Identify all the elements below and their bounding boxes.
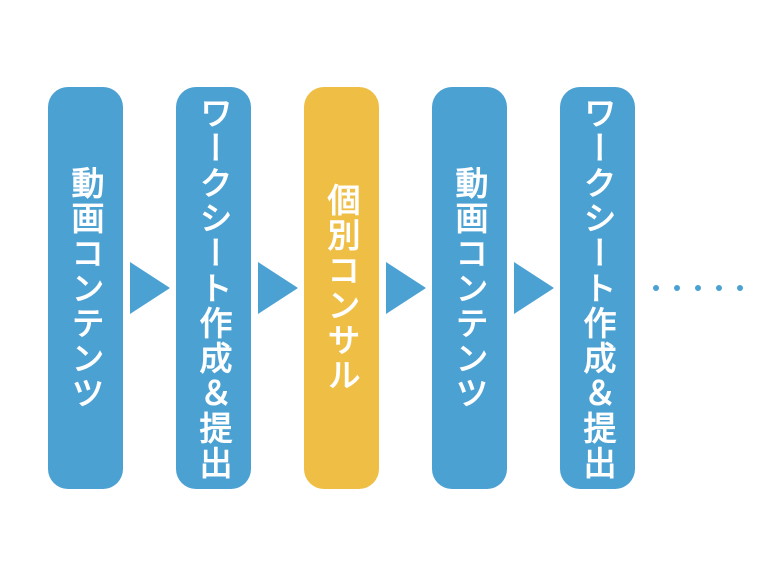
step-individual-consulting: 個別コンサル [304,87,379,489]
arrow-right-icon [129,262,170,314]
arrow-right-icon [257,262,298,314]
step-label: 動画コンテンツ [66,165,105,411]
flow-row: 動画コンテンツ ワークシート作成＆提出 個別コンサル 動画コンテンツ ワークシー… [48,87,743,489]
arrow-box [507,87,560,489]
step-label: ワークシート作成＆提出 [578,95,617,481]
step-worksheet-submit-2: ワークシート作成＆提出 [560,87,635,489]
step-label: 個別コンサル [322,183,361,393]
arrow-right-icon [513,262,554,314]
arrow-box [251,87,304,489]
arrow-box [123,87,176,489]
ellipsis-dot [695,285,701,291]
step-video-content-2: 動画コンテンツ [432,87,507,489]
step-worksheet-submit-1: ワークシート作成＆提出 [176,87,251,489]
step-video-content-1: 動画コンテンツ [48,87,123,489]
ellipsis-icon [653,285,743,291]
ellipsis-dot [674,285,680,291]
arrow-box [379,87,432,489]
step-label: 動画コンテンツ [450,165,489,411]
ellipsis-dot [653,285,659,291]
arrow-right-icon [385,262,426,314]
step-label: ワークシート作成＆提出 [194,95,233,481]
ellipsis-dot [737,285,743,291]
ellipsis-dot [716,285,722,291]
